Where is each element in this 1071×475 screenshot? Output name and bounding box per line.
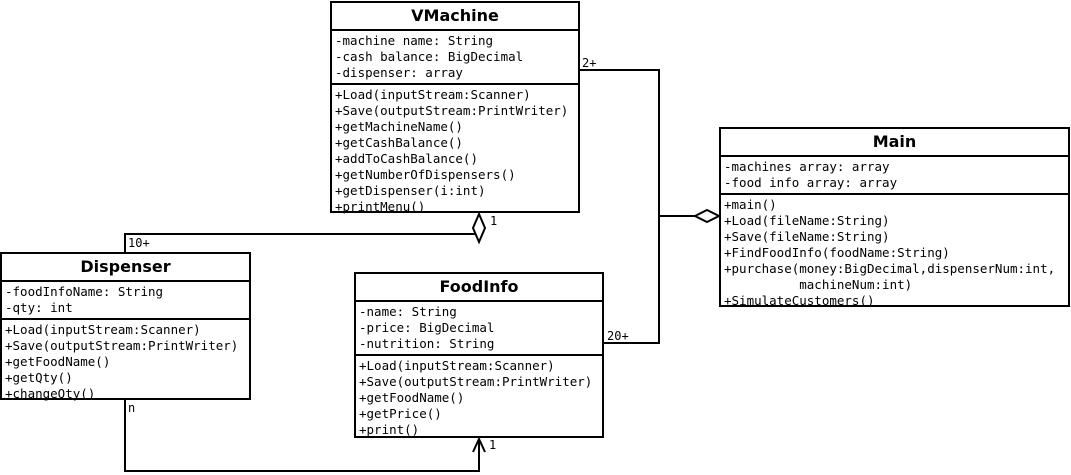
vmachine-attribute: -cash balance: BigDecimal <box>335 49 524 64</box>
foodinfo-attribute: -nutrition: String <box>359 336 495 351</box>
main-attribute: -food info array: array <box>724 175 898 190</box>
foodinfo-arrowhead <box>472 436 486 453</box>
vmachine-method: +addToCashBalance() <box>335 151 478 166</box>
foodinfo-methods: +Load(inputStream:Scanner) +Save(outputS… <box>356 356 602 440</box>
foodinfo-class-name: FoodInfo <box>356 274 602 302</box>
foodinfo-method: +Save(outputStream:PrintWriter) <box>359 374 593 389</box>
main-method: machineNum:int) <box>724 277 913 292</box>
dispenser-method: +Load(inputStream:Scanner) <box>5 322 201 337</box>
vmachine-attribute: -dispenser: array <box>335 65 463 80</box>
vmachine-method: +Save(outputStream:PrintWriter) <box>335 103 569 118</box>
vmachine-method: +getNumberOfDispensers() <box>335 167 516 182</box>
vmachine-class[interactable]: VMachine -machine name: String -cash bal… <box>330 1 580 214</box>
multiplicity-vmachine-main: 2+ <box>582 56 597 70</box>
main-aggregation-diamond <box>692 208 722 224</box>
vmachine-attributes: -machine name: String -cash balance: Big… <box>332 31 578 85</box>
main-method: +Load(fileName:String) <box>724 213 890 228</box>
vmachine-method: +getDispenser(i:int) <box>335 183 486 198</box>
foodinfo-attribute: -price: BigDecimal <box>359 320 495 335</box>
vmachine-main-association <box>579 69 695 217</box>
multiplicity-foodinfo-dispenser: 1 <box>489 438 497 452</box>
foodinfo-attributes: -name: String -price: BigDecimal -nutrit… <box>356 302 602 356</box>
dispenser-class-name: Dispenser <box>2 254 249 282</box>
dispenser-foodinfo-association <box>124 400 480 472</box>
vmachine-methods: +Load(inputStream:Scanner) +Save(outputS… <box>332 85 578 217</box>
multiplicity-foodinfo-main: 20+ <box>607 329 629 343</box>
vmachine-attribute: -machine name: String <box>335 33 494 48</box>
vmachine-method: +printMenu() <box>335 199 426 214</box>
dispenser-class[interactable]: Dispenser -foodInfoName: String -qty: in… <box>0 252 251 401</box>
vmachine-aggregation-diamond <box>471 211 487 245</box>
dispenser-methods: +Load(inputStream:Scanner) +Save(outputS… <box>2 320 249 404</box>
multiplicity-dispenser-foodinfo: n <box>128 401 136 415</box>
foodinfo-method: +getPrice() <box>359 406 442 421</box>
dispenser-method: +getQty() <box>5 370 73 385</box>
main-class[interactable]: Main -machines array: array -food info a… <box>719 127 1070 308</box>
main-attributes: -machines array: array -food info array:… <box>721 157 1068 195</box>
foodinfo-method: +getFoodName() <box>359 390 465 405</box>
dispenser-attribute: -foodInfoName: String <box>5 284 164 299</box>
main-method: +SimulateCustomers() <box>724 293 875 308</box>
multiplicity-vmachine-dispenser: 1 <box>490 214 498 228</box>
dispenser-attributes: -foodInfoName: String -qty: int <box>2 282 249 320</box>
dispenser-method: +changeQty() <box>5 386 96 401</box>
dispenser-attribute: -qty: int <box>5 300 73 315</box>
main-method: +purchase(money:BigDecimal,dispenserNum:… <box>724 261 1056 276</box>
foodinfo-main-association <box>603 216 660 344</box>
dispenser-method: +getFoodName() <box>5 354 111 369</box>
vmachine-method: +getMachineName() <box>335 119 463 134</box>
main-method: +FindFoodInfo(foodName:String) <box>724 245 950 260</box>
foodinfo-class[interactable]: FoodInfo -name: String -price: BigDecima… <box>354 272 604 438</box>
dispenser-vmachine-association <box>124 233 479 253</box>
multiplicity-dispenser-vmachine: 10+ <box>128 236 150 250</box>
main-class-name: Main <box>721 129 1068 157</box>
foodinfo-method: +Load(inputStream:Scanner) <box>359 358 555 373</box>
dispenser-method: +Save(outputStream:PrintWriter) <box>5 338 239 353</box>
foodinfo-attribute: -name: String <box>359 304 457 319</box>
vmachine-method: +getCashBalance() <box>335 135 463 150</box>
foodinfo-method: +print() <box>359 422 420 437</box>
vmachine-method: +Load(inputStream:Scanner) <box>335 87 531 102</box>
main-method: +main() <box>724 197 777 212</box>
main-methods: +main() +Load(fileName:String) +Save(fil… <box>721 195 1068 311</box>
main-method: +Save(fileName:String) <box>724 229 890 244</box>
vmachine-class-name: VMachine <box>332 3 578 31</box>
main-attribute: -machines array: array <box>724 159 890 174</box>
